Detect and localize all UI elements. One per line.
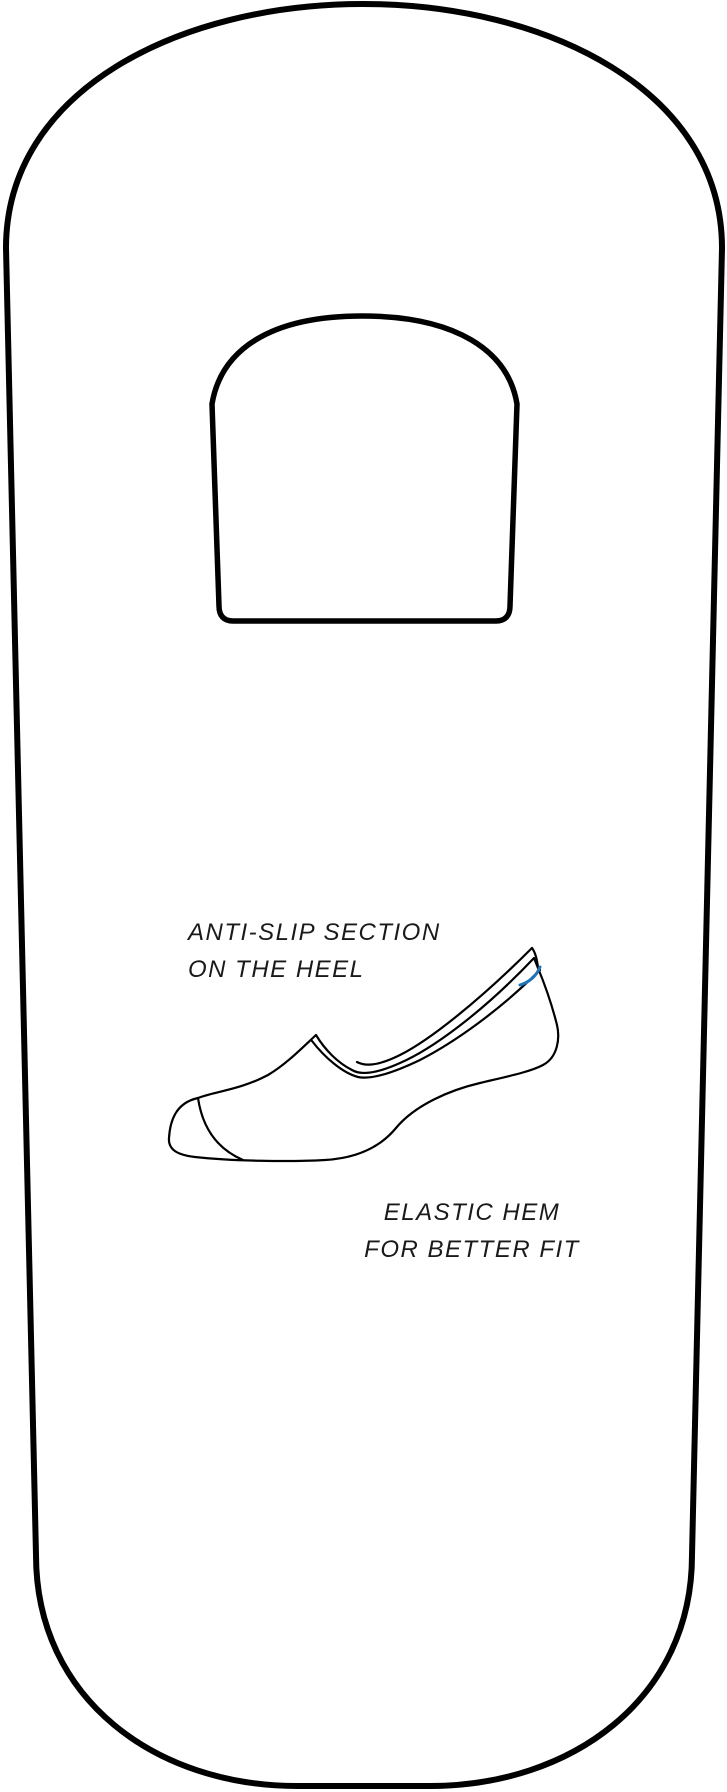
anti-slip-caption-line2: ON THE HEEL <box>188 951 441 988</box>
elastic-hem-caption-line1: ELASTIC HEM <box>362 1194 582 1231</box>
anti-slip-caption-line1: ANTI-SLIP SECTION <box>188 914 441 951</box>
sock-outline <box>169 958 558 1161</box>
elastic-hem-caption-line2: FOR BETTER FIT <box>362 1231 582 1268</box>
toe-seam <box>198 1098 243 1160</box>
anti-slip-caption: ANTI-SLIP SECTION ON THE HEEL <box>188 914 441 988</box>
tag-outline <box>6 4 722 1786</box>
hang-hole <box>212 316 517 621</box>
elastic-hem-caption: ELASTIC HEM FOR BETTER FIT <box>362 1194 582 1268</box>
